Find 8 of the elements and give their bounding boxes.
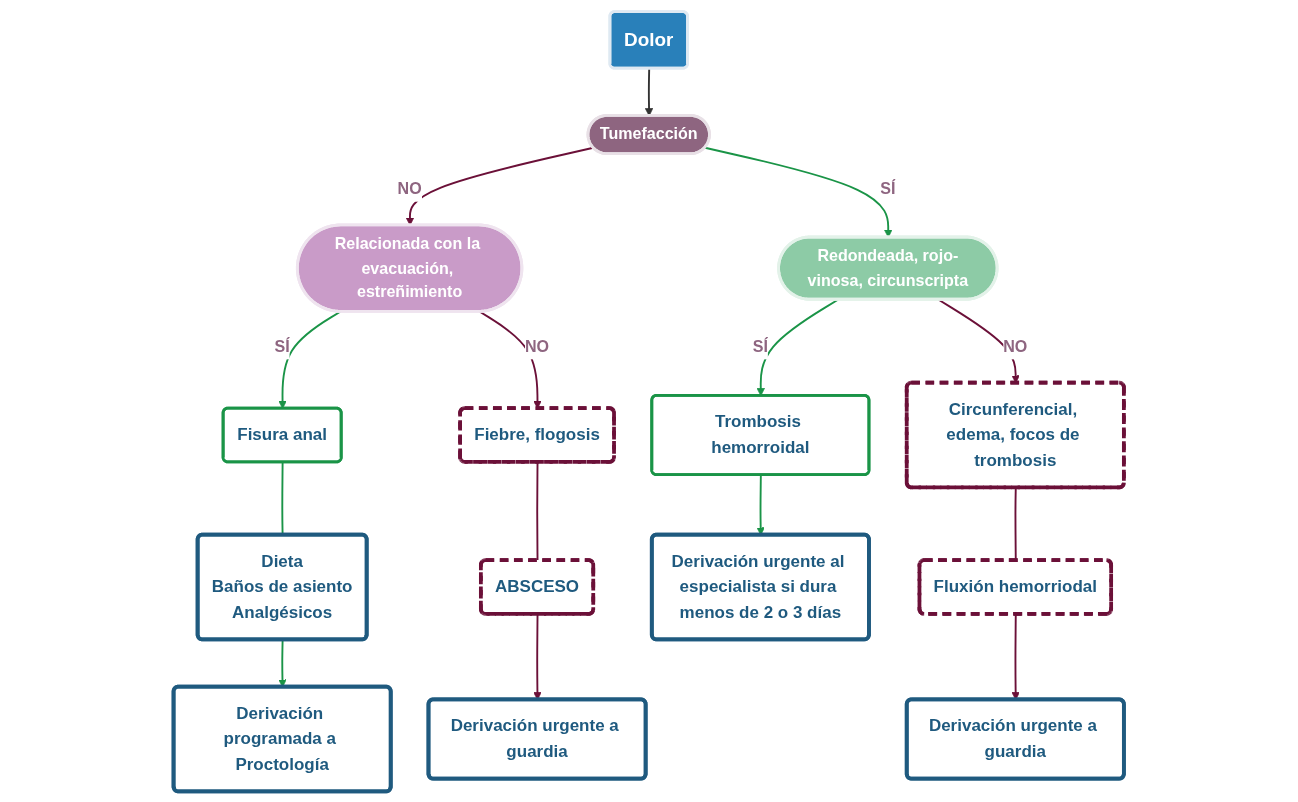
arrow bbox=[278, 638, 287, 687]
edge-label: NO bbox=[397, 179, 422, 198]
edge-label: SÍ bbox=[753, 337, 769, 356]
edge-label: NO bbox=[525, 337, 550, 356]
edge-label: SÍ bbox=[880, 179, 896, 198]
edge-label: NO bbox=[1003, 337, 1028, 356]
arrow bbox=[938, 298, 1021, 383]
edge-label: SÍ bbox=[274, 337, 290, 356]
